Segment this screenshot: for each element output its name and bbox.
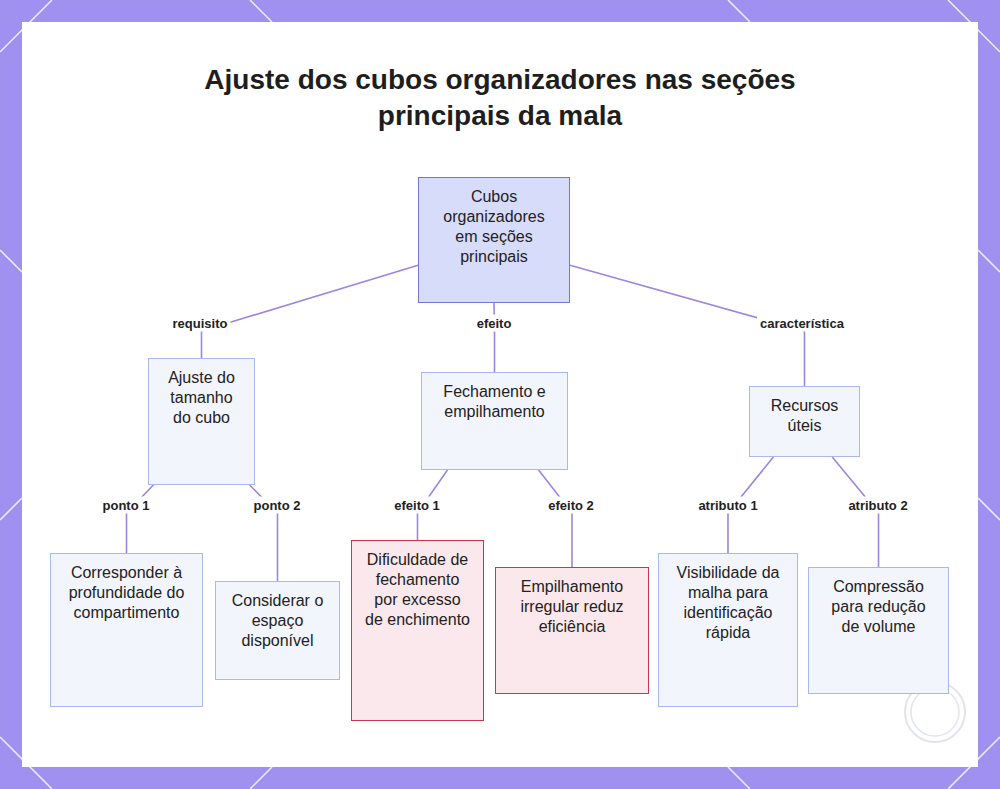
edge-label: efeito 1: [391, 497, 443, 514]
node-label: Recursos úteis: [762, 396, 847, 436]
edge-label: ponto 2: [251, 497, 304, 514]
connector-line: [493, 303, 495, 372]
concept-box: Fechamento e empilhamento: [421, 372, 568, 470]
concept-box: Visibilidade da malha para identificação…: [658, 553, 798, 707]
concept-box: Compressão para redução de volume: [808, 567, 949, 694]
concept-box: Corresponder à profundidade do compartim…: [50, 553, 203, 707]
node-label: Visibilidade da malha para identificação…: [671, 563, 785, 643]
node-label: Compressão para redução de volume: [821, 577, 936, 637]
node-label: Fechamento e empilhamento: [434, 382, 555, 422]
effect-box: Empilhamento irregular reduz eficiência: [495, 567, 649, 694]
node-label: Dificuldade de fechamento por excesso de…: [364, 550, 471, 630]
connector-line: [539, 470, 572, 567]
edge-label: efeito: [474, 315, 515, 332]
diagram-title: Ajuste dos cubos organizadores nas seçõe…: [200, 62, 800, 134]
edge-label: efeito 2: [545, 497, 597, 514]
node-label: Empilhamento irregular reduz eficiência: [508, 577, 636, 637]
concept-box: Considerar o espaço disponível: [215, 581, 340, 680]
connector-line: [127, 485, 154, 553]
node-label: Ajuste do tamanho do cubo: [161, 368, 242, 428]
edge-label: atributo 2: [845, 497, 910, 514]
concept-box: Ajuste do tamanho do cubo: [148, 358, 255, 485]
node-label: Corresponder à profundidade do compartim…: [63, 563, 190, 623]
node-label: Considerar o espaço disponível: [228, 591, 327, 651]
effect-box: Dificuldade de fechamento por excesso de…: [351, 540, 484, 721]
edge-label: requisito: [170, 315, 231, 332]
node-label: Cubos organizadores em seções principais: [431, 187, 557, 267]
edge-label: atributo 1: [695, 497, 760, 514]
edge-label: ponto 1: [100, 497, 153, 514]
edge-label: característica: [757, 315, 847, 332]
concept-box: Recursos úteis: [749, 386, 860, 457]
connector-line: [202, 265, 419, 358]
concept-box: Cubos organizadores em seções principais: [418, 177, 570, 303]
